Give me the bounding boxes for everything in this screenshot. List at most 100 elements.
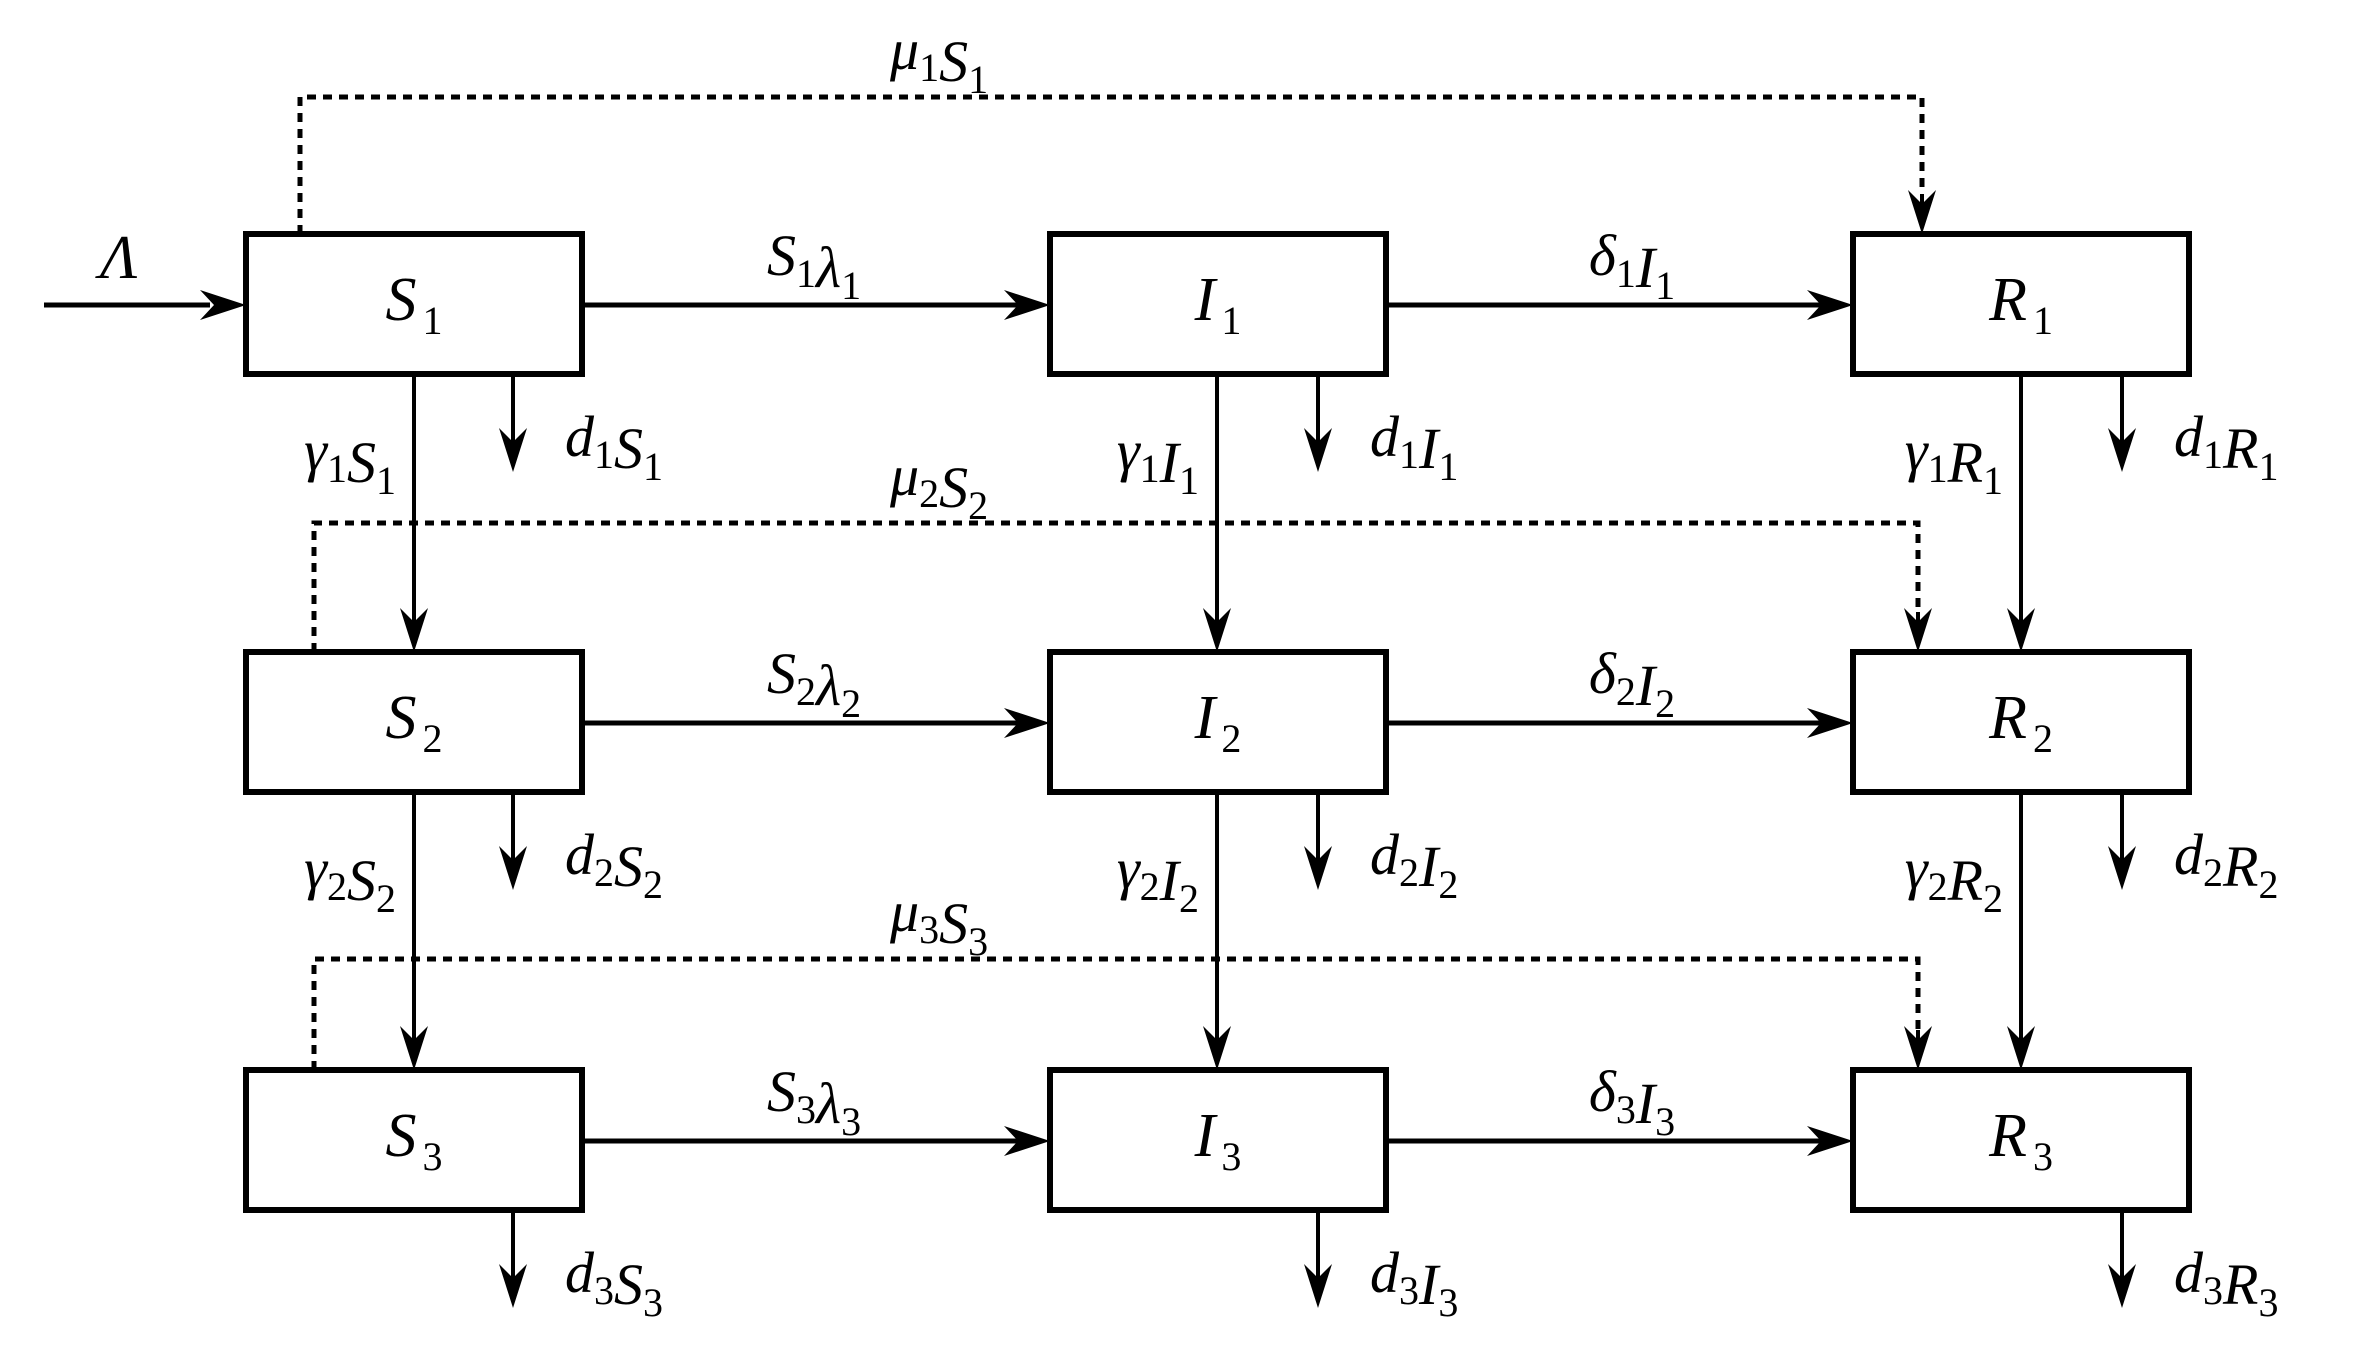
aging-label-S1: γ1S1: [304, 418, 396, 503]
infection-label-S1-subscript: 1: [841, 263, 861, 308]
death-arrowhead-R1: [2108, 428, 2136, 472]
vaccination-label-S1: μ1S1: [889, 17, 988, 102]
aging-label-I2-symbol: I: [1159, 848, 1182, 913]
aging-label-I2: γ2I2: [1117, 836, 1199, 921]
compartment-box: [1850, 231, 2192, 377]
aging-label-R2-symbol: R: [1947, 848, 1983, 913]
compartment-box: [243, 1067, 585, 1213]
flow-label-layer: Λ μ1S1μ2S2μ3S3S1λ1S2λ2S3λ3δ1I1δ2I2δ3I3γ1…: [95, 17, 2278, 1325]
aging-label-S2-symbol: S: [347, 848, 376, 913]
death-label-R3-subscript: 3: [2203, 1268, 2223, 1313]
aging-label-S2-symbol: γ: [304, 836, 329, 901]
recovery-label-I3-subscript: 3: [1655, 1099, 1675, 1144]
death-label-S3-subscript: 3: [643, 1280, 663, 1325]
compartment-box: [1047, 231, 1389, 377]
death-label-R1: d1R1: [2174, 404, 2278, 489]
death-arrowhead-I3: [1304, 1264, 1332, 1308]
death-label-S1-symbol: d: [565, 404, 595, 469]
compartment-subscript: 2: [1221, 716, 1241, 761]
recovery-label-I1-symbol: δ: [1589, 223, 1617, 288]
aging-label-I2-symbol: γ: [1117, 836, 1142, 901]
aging-arrowhead-R2: [2007, 608, 2035, 652]
vaccination-label-S1-subscript: 1: [919, 45, 939, 90]
compartment-box: [243, 231, 585, 377]
aging-label-I2-subscript: 2: [1140, 864, 1160, 909]
death-label-R1-subscript: 1: [2203, 432, 2223, 477]
aging-label-I2-subscript: 2: [1179, 876, 1199, 921]
death-arrowhead-S1: [499, 428, 527, 472]
death-label-S2: d2S2: [565, 822, 663, 907]
death-label-S1-symbol: S: [614, 416, 643, 481]
vaccination-arrowhead-R3: [1904, 1026, 1932, 1070]
infection-label-S3-symbol: S: [767, 1059, 796, 1124]
death-label-R3-symbol: d: [2174, 1240, 2204, 1305]
infection-label-S1-symbol: S: [767, 223, 796, 288]
aging-arrowhead-I3: [1203, 1026, 1231, 1070]
death-label-R2-symbol: d: [2174, 822, 2204, 887]
death-label-S2-symbol: S: [614, 834, 643, 899]
vaccination-arrowhead-R1: [1908, 190, 1936, 234]
death-label-I1-subscript: 1: [1399, 432, 1419, 477]
death-label-I2-subscript: 2: [1438, 862, 1458, 907]
compartment-subscript: 3: [1221, 1134, 1241, 1179]
vaccination-label-S3-subscript: 3: [919, 907, 939, 952]
infection-label-S1-subscript: 1: [796, 251, 816, 296]
compartment-symbol: S: [386, 1102, 417, 1170]
death-label-S2-subscript: 2: [643, 862, 663, 907]
recovery-label-I2-symbol: δ: [1589, 641, 1617, 706]
aging-label-S1-subscript: 1: [376, 458, 396, 503]
compartment-subscript: 2: [2033, 716, 2053, 761]
vaccination-label-S2: μ2S2: [889, 443, 988, 528]
compartment-symbol: S: [386, 684, 417, 752]
infection-label-S3-symbol: λ: [814, 1071, 841, 1136]
vaccination-label-S2-subscript: 2: [968, 483, 988, 528]
aging-label-S1-subscript: 1: [327, 446, 347, 491]
death-label-S3-symbol: S: [614, 1252, 643, 1317]
death-label-I2-symbol: I: [1418, 834, 1441, 899]
death-label-I3-symbol: d: [1370, 1240, 1400, 1305]
compartment-symbol: I: [1194, 684, 1219, 752]
compartment-subscript: 3: [423, 1134, 443, 1179]
aging-label-S2: γ2S2: [304, 836, 396, 921]
death-label-R1-subscript: 1: [2258, 444, 2278, 489]
death-label-R3-subscript: 3: [2258, 1280, 2278, 1325]
recovery-label-I3-symbol: δ: [1589, 1059, 1617, 1124]
death-label-S2-subscript: 2: [594, 850, 614, 895]
infection-label-S2-subscript: 2: [796, 669, 816, 714]
inflow-label: Λ: [95, 224, 138, 292]
recovery-label-I2: δ2I2: [1589, 641, 1675, 726]
vaccination-flow-S2-R2: [311, 520, 1921, 652]
aging-label-S1-symbol: S: [347, 430, 376, 495]
recovery-label-I1-symbol: I: [1635, 235, 1658, 300]
aging-label-I1: γ1I1: [1117, 418, 1199, 503]
death-label-I2: d2I2: [1370, 822, 1458, 907]
aging-label-R2-subscript: 2: [1928, 864, 1948, 909]
vaccination-label-S2-symbol: μ: [889, 443, 919, 508]
flow-arrow-layer: [44, 290, 2136, 1308]
aging-label-I1-symbol: I: [1159, 430, 1182, 495]
compartment-symbol: S: [386, 266, 417, 334]
inflow-arrowhead: [200, 290, 246, 320]
death-label-I2-symbol: d: [1370, 822, 1400, 887]
recovery-label-I1-subscript: 1: [1616, 251, 1636, 296]
infection-label-S2-symbol: λ: [814, 653, 841, 718]
aging-label-R1-symbol: γ: [1905, 418, 1930, 483]
recovery-label-I3: δ3I3: [1589, 1059, 1675, 1144]
recovery-label-I2-symbol: I: [1635, 653, 1658, 718]
compartment-symbol: R: [1988, 684, 2027, 752]
aging-label-I1-symbol: γ: [1117, 418, 1142, 483]
infection-arrowhead-I1: [1004, 290, 1050, 320]
death-label-R3-symbol: R: [2222, 1252, 2258, 1317]
